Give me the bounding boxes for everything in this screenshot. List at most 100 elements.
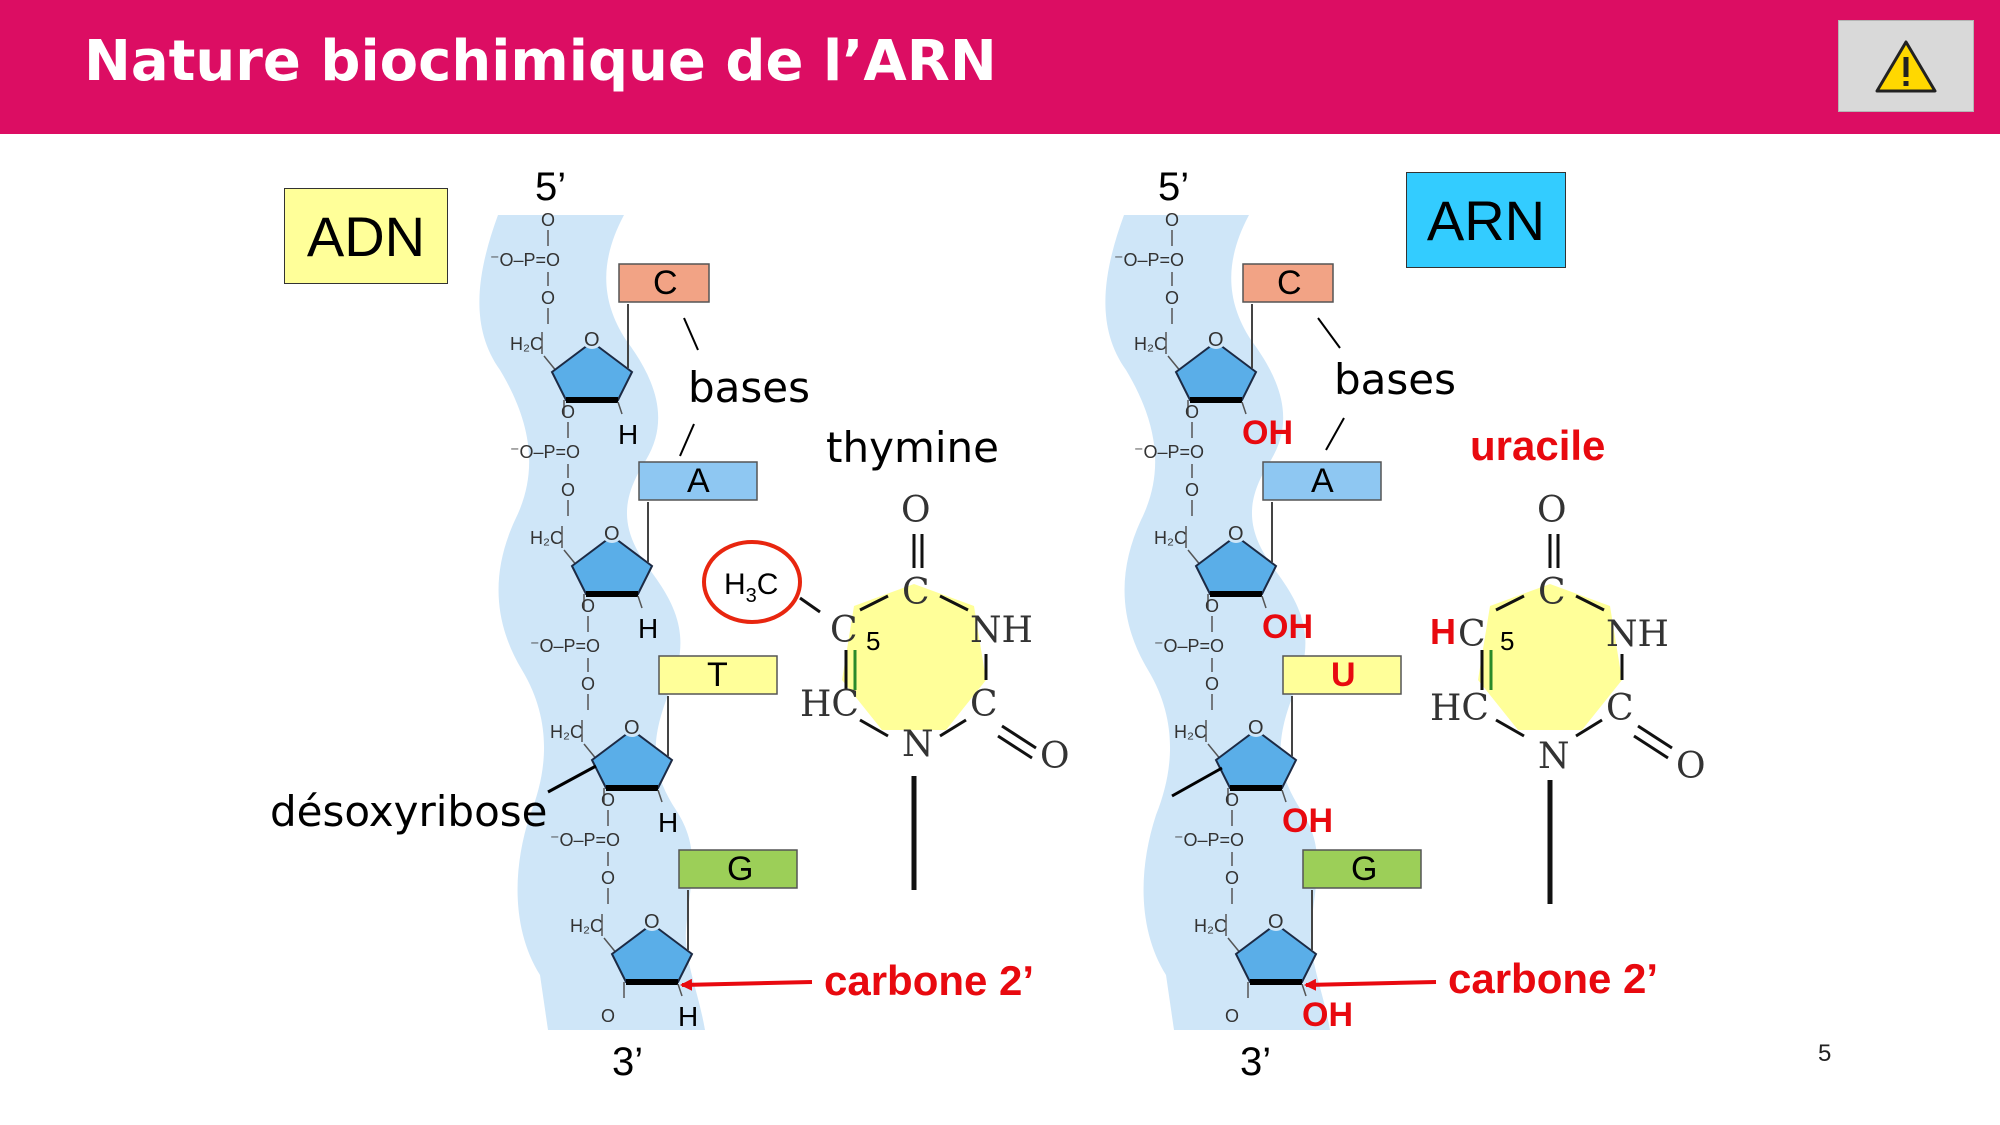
warning-triangle-icon	[1875, 40, 1937, 93]
svg-text:O: O	[1040, 736, 1070, 777]
ring-oxygen-label: O	[584, 329, 600, 351]
c2-hydrogen-label: H	[678, 1001, 698, 1032]
rna-phosphate-2: O⁻O–P=OO	[1134, 402, 1204, 516]
svg-text:HC: HC	[800, 684, 859, 725]
phosphate-oxygen-bottom: O	[1225, 868, 1239, 888]
svg-text:C: C	[970, 684, 998, 725]
warning-button[interactable]	[1838, 20, 1974, 112]
rna-phosphate-1: O ⁻O–P=O O	[1114, 210, 1184, 324]
rna-5prime-label: 5’	[1158, 165, 1189, 209]
phosphate-group-label: ⁻O–P=O	[1114, 250, 1184, 270]
title-bar	[0, 0, 2000, 134]
dna-phosphate-1: O⁻O–P=OO	[490, 210, 560, 324]
dna-carbon2-arrow	[680, 978, 813, 991]
methyl-group-label: H3C	[724, 568, 778, 607]
base-letter: T	[707, 656, 728, 694]
phosphate-oxygen-bottom: O	[1185, 480, 1199, 500]
rna-backbone-band	[1105, 215, 1330, 1030]
rna-base-4: G	[1302, 849, 1422, 950]
uracil-structure: O C NH H C 5 HC C N O	[1430, 490, 1706, 904]
svg-text:N: N	[1538, 736, 1570, 777]
dna-base-4: G	[678, 849, 798, 950]
c2-hydrogen-label: H	[658, 807, 678, 838]
base-letter: G	[727, 850, 753, 888]
dna-3prime-oxygen: O	[601, 1006, 615, 1026]
phosphate-oxygen-top: O	[1185, 402, 1199, 422]
terminal-oxygen: O	[601, 1006, 615, 1026]
svg-text:NH: NH	[970, 610, 1033, 651]
phosphate-oxygen-top: O	[601, 790, 615, 810]
rna-label-box: ARN	[1406, 172, 1566, 268]
c2-hydroxyl-label: OH	[1262, 608, 1313, 646]
rna-base-2: A	[1262, 461, 1382, 562]
sugar-carbon-label: H₂C	[1154, 528, 1187, 548]
phosphate-oxygen-bottom: O	[1165, 288, 1179, 308]
c2-hydrogen-label: H	[638, 613, 658, 644]
base-letter: G	[1351, 850, 1377, 888]
svg-text:NH: NH	[1606, 614, 1669, 655]
phosphate-group-label: ⁻O–P=O	[530, 636, 600, 656]
rna-phosphate-3: O⁻O–P=OO	[1154, 596, 1224, 710]
rna-base-1: C	[1242, 263, 1334, 368]
deoxyribose-label: désoxyribose	[270, 787, 548, 836]
thymine-label: thymine	[826, 423, 999, 472]
ring-oxygen-label: O	[624, 717, 640, 739]
rna-sugar-2: H₂C O OH	[1154, 521, 1313, 646]
dna-base-3: T	[658, 655, 778, 756]
svg-text:C: C	[1458, 614, 1486, 655]
svg-text:5: 5	[866, 626, 880, 656]
phosphate-oxygen-top: O	[1205, 596, 1219, 616]
terminal-oxygen: O	[1225, 1006, 1239, 1026]
base-letter: C	[653, 264, 678, 302]
c2-hydroxyl-label: OH	[1282, 802, 1333, 840]
svg-text:5: 5	[1500, 626, 1514, 656]
svg-text:C: C	[830, 610, 858, 651]
ring-oxygen-label: O	[604, 523, 620, 545]
phosphate-oxygen-bottom: O	[541, 288, 555, 308]
base-letter: C	[1277, 264, 1302, 302]
phosphate-group-label: ⁻O–P=O	[1154, 636, 1224, 656]
dna-backbone-band	[479, 215, 705, 1030]
ring-oxygen-label: O	[1268, 911, 1284, 933]
rna-sugar-1: H₂C O OH	[1134, 327, 1293, 452]
svg-text:O: O	[1537, 490, 1567, 531]
c2-hydroxyl-label: OH	[1242, 414, 1293, 452]
svg-text:C: C	[902, 572, 930, 613]
dna-carbon2-label: carbone 2’	[824, 957, 1034, 1004]
sugar-carbon-label: H₂C	[1194, 916, 1227, 936]
svg-text:C: C	[1538, 572, 1566, 613]
base-letter: A	[1311, 462, 1334, 500]
rna-3prime-label: 3’	[1240, 1040, 1271, 1084]
svg-text:O: O	[1676, 746, 1706, 787]
rna-phosphate-4: O⁻O–P=OO	[1174, 790, 1244, 904]
rna-nucleotide-1: O ⁻O–P=O O H₂C O OH C	[1114, 210, 1334, 452]
phosphate-group-label: ⁻O–P=O	[1174, 830, 1244, 850]
dna-label-box: ADN	[284, 188, 448, 284]
uracil-c5-hydrogen: H	[1430, 611, 1456, 652]
rna-label: ARN	[1426, 188, 1546, 252]
sugar-carbon-label: H₂C	[1134, 334, 1167, 354]
dna-base-1: C	[618, 263, 710, 368]
dna-phosphate-2: O⁻O–P=OO	[510, 402, 580, 516]
phosphate-oxygen-top: O	[581, 596, 595, 616]
base-letter: A	[687, 462, 710, 500]
rna-bases-leader-bottom	[1325, 417, 1345, 451]
slide-title: Nature biochimique de l’ARN	[84, 29, 997, 94]
rna-carbon2-label: carbone 2’	[1448, 955, 1658, 1002]
phosphate-oxygen-top: O	[1165, 210, 1179, 230]
sugar-carbon-label: H₂C	[1174, 722, 1207, 742]
thymine-structure: O C NH C 5 HC C N O H3C	[702, 490, 1070, 890]
dna-bases-label: bases	[688, 363, 810, 412]
dna-phosphate-3: O⁻O–P=OO	[530, 596, 600, 710]
ring-oxygen-label: O	[644, 911, 660, 933]
phosphate-oxygen-bottom: O	[561, 480, 575, 500]
